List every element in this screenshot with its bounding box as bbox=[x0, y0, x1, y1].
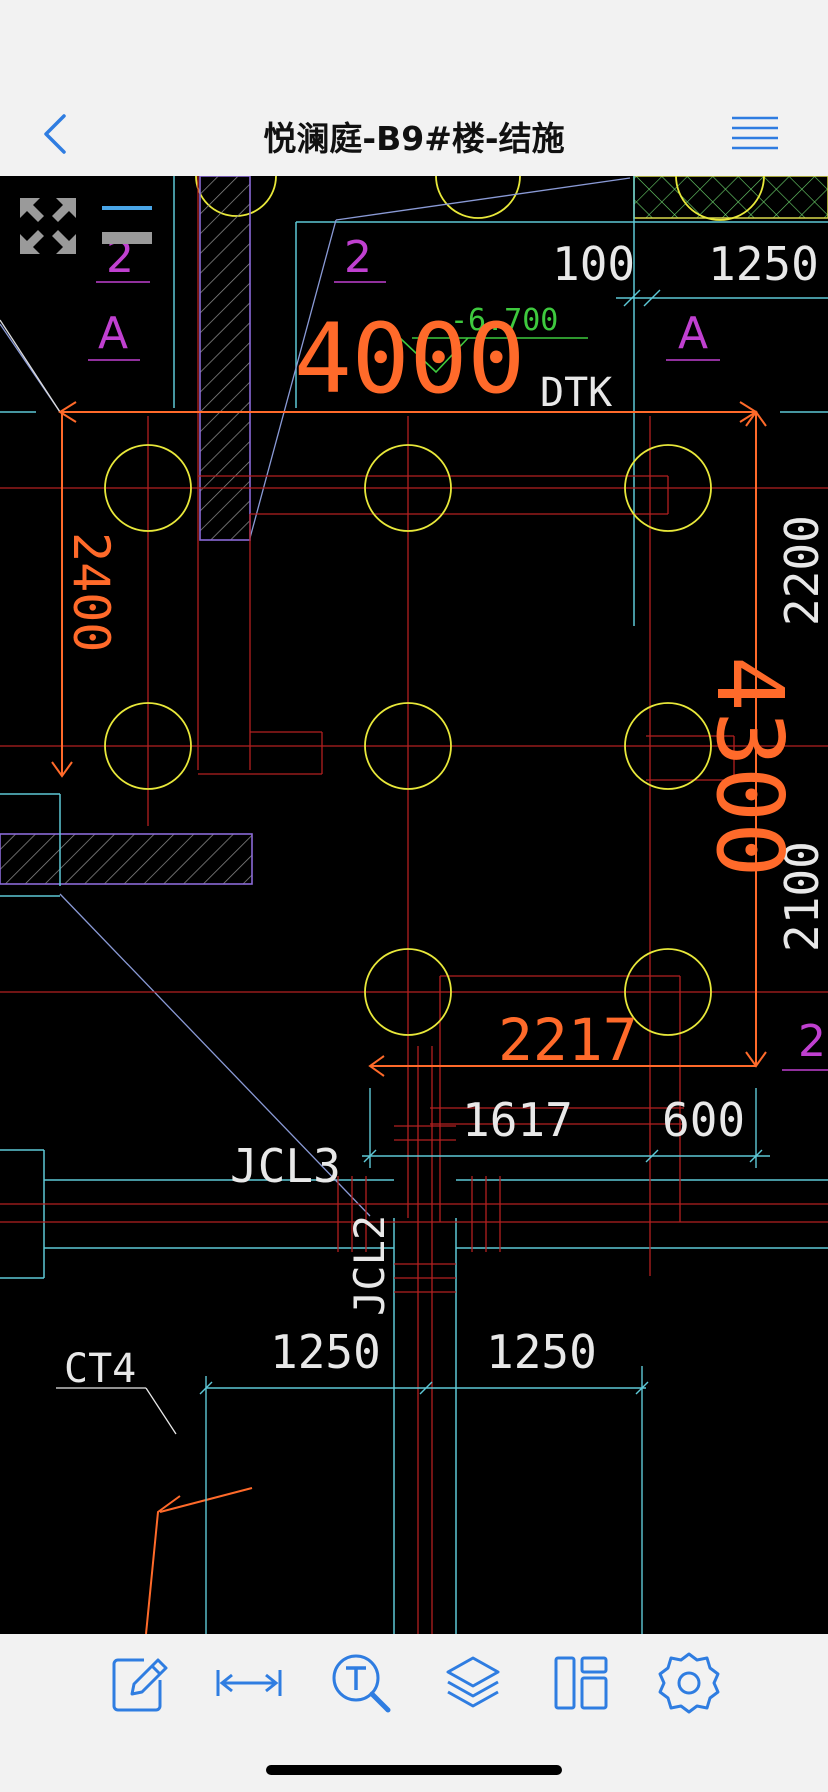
dim-1250: 1250 bbox=[708, 237, 819, 291]
dim-2100: 2100 bbox=[775, 841, 828, 952]
text-search-button[interactable] bbox=[326, 1648, 396, 1718]
dtk-label: DTK bbox=[540, 370, 612, 416]
grid-label-a: A bbox=[678, 308, 708, 359]
wall-hatch bbox=[200, 176, 250, 540]
text-search-icon bbox=[332, 1654, 391, 1713]
dim-100: 100 bbox=[552, 237, 635, 291]
pencil-icon bbox=[112, 1658, 168, 1712]
hatched-region bbox=[634, 176, 828, 218]
home-indicator[interactable] bbox=[266, 1765, 562, 1775]
menu-button[interactable] bbox=[728, 110, 782, 158]
menu-icon bbox=[732, 116, 778, 150]
expand-icon bbox=[20, 198, 76, 254]
dim-2217: 2217 bbox=[498, 1006, 638, 1074]
measure-icon bbox=[216, 1670, 282, 1696]
settings-button[interactable] bbox=[654, 1648, 724, 1718]
beam-label-jcl3: JCL3 bbox=[230, 1139, 341, 1193]
navigation-bar: 悦澜庭-B9#楼-结施 bbox=[0, 96, 828, 176]
layout-icon bbox=[554, 1656, 608, 1710]
cad-drawing-canvas[interactable]: -6.700 2 A 2 A 2 bbox=[0, 176, 828, 1634]
line-weight-toggle[interactable] bbox=[100, 202, 156, 246]
dim-1250: 1250 bbox=[270, 1325, 381, 1379]
page-title: 悦澜庭-B9#楼-结施 bbox=[263, 119, 565, 158]
layers-icon bbox=[446, 1656, 500, 1708]
grid-label-a: A bbox=[98, 308, 128, 359]
back-button[interactable] bbox=[36, 108, 76, 160]
status-bar bbox=[0, 0, 828, 96]
piles bbox=[104, 444, 712, 1036]
settings-icon bbox=[658, 1652, 720, 1714]
dim-600: 600 bbox=[662, 1093, 745, 1147]
column-label-ct4: CT4 bbox=[64, 1346, 136, 1392]
layers-button[interactable] bbox=[438, 1648, 508, 1718]
layout-button[interactable] bbox=[546, 1648, 616, 1718]
dim-1250: 1250 bbox=[486, 1325, 597, 1379]
dim-4300: 4300 bbox=[696, 656, 803, 878]
dim-2200: 2200 bbox=[775, 515, 828, 626]
chevron-left-icon bbox=[44, 114, 66, 154]
beam-label-jcl2: JCL2 bbox=[345, 1215, 394, 1316]
dim-4000: 4000 bbox=[294, 303, 525, 415]
fullscreen-toggle[interactable] bbox=[16, 194, 80, 258]
elevation-label: -6.700 bbox=[450, 303, 558, 338]
cad-drawing: -6.700 2 A 2 A 2 bbox=[0, 176, 828, 1634]
measure-button[interactable] bbox=[214, 1648, 284, 1718]
dim-1617: 1617 bbox=[462, 1093, 573, 1147]
grid-label-2: 2 bbox=[798, 1016, 826, 1067]
grid-label-2: 2 bbox=[344, 232, 372, 283]
annotate-button[interactable] bbox=[104, 1648, 174, 1718]
line-weight-icon bbox=[102, 206, 152, 244]
dim-2400: 2400 bbox=[62, 532, 120, 652]
